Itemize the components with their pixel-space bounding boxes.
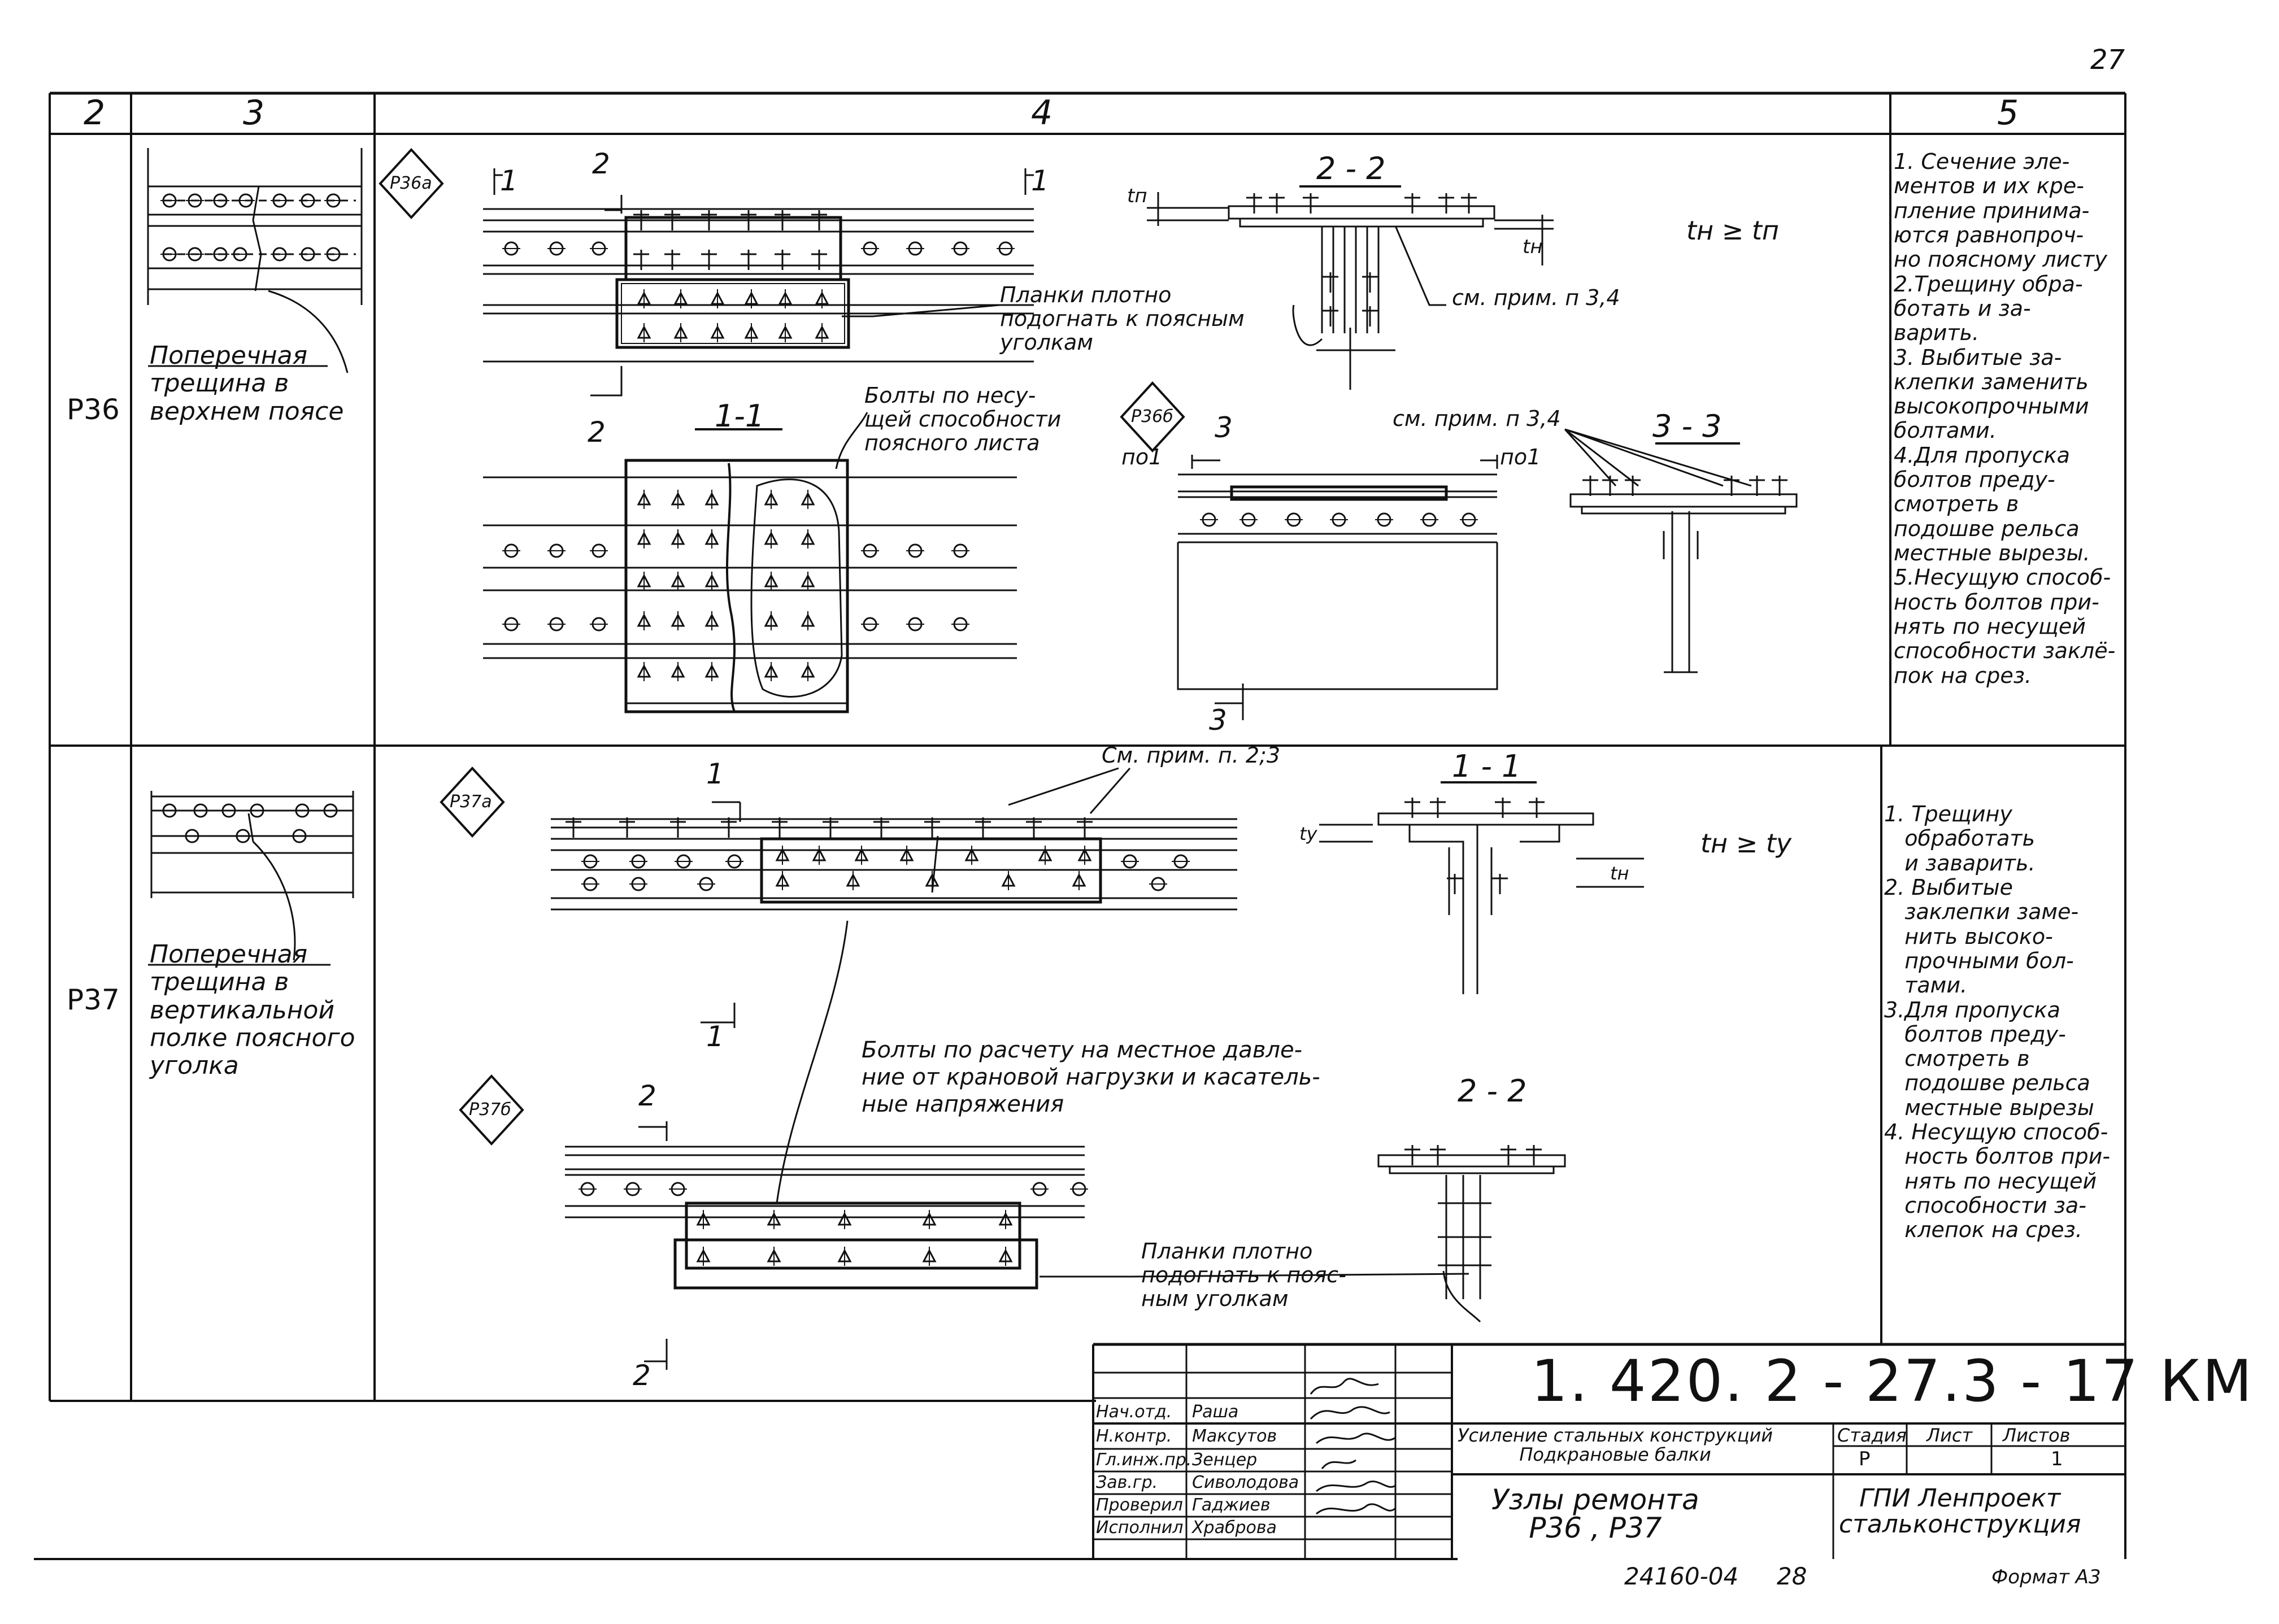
organization: ГПИ Ленпроект стальконструкция — [1839, 1484, 2081, 1539]
p36-planks-label: Планки плотно подогнать к поясным уголка… — [1000, 282, 1245, 355]
p37-section-1-1 — [1319, 781, 1644, 994]
title-block-grid — [1092, 1343, 2126, 1559]
sheet-header: Лист — [1926, 1425, 1973, 1446]
format-label: Формат А3 — [1991, 1566, 2101, 1588]
p37-dim-tn: tн — [1610, 863, 1629, 884]
p36-mark-2-bottom: 2 — [588, 416, 606, 449]
p36-mark-1-right: 1 — [1031, 164, 1049, 197]
p36-section-title-3-3: 3 - 3 — [1652, 408, 1722, 444]
staff-role-3: Гл.инж.пр. — [1096, 1450, 1192, 1470]
staff-name-4: Сиволодова — [1192, 1473, 1299, 1492]
main-grid — [34, 92, 2126, 1560]
p36-see-note-34b: см. прим. п 3,4 — [1393, 406, 1561, 431]
column-header-5: 5 — [1997, 93, 2019, 133]
staff-name-3: Зенцер — [1192, 1450, 1258, 1470]
p36-mark-3-bottom: 3 — [1209, 704, 1227, 737]
p37-dim-ty: tу — [1299, 823, 1317, 844]
p36-section-title-1-1: 1-1 — [715, 398, 765, 434]
p36-formula: tн ≥ tп — [1686, 215, 1780, 246]
p36-dim-tn: tн — [1523, 236, 1543, 258]
p36-mark-2-top: 2 — [592, 147, 610, 180]
p37-formula: tн ≥ tу — [1700, 828, 1792, 859]
tag-p37b: Р37б — [469, 1100, 511, 1120]
staff-name-1: Раша — [1192, 1402, 1239, 1422]
row-id-p36: Р36 — [67, 393, 120, 426]
p37-mark-2-bottom: 2 — [633, 1359, 651, 1392]
p36-bolts-label: Болты по несу- щей способности поясного … — [864, 383, 1062, 455]
subject: Усиление стальных конструкций Подкрановы… — [1458, 1425, 1773, 1465]
p37-bolts-label: Болты по расчету на местное давле- ние о… — [862, 1037, 1320, 1117]
p36-section-2-2 — [1147, 185, 1554, 390]
archive-number: 24160-04 — [1624, 1562, 1739, 1590]
p37-mark-2-top: 2 — [638, 1079, 656, 1112]
column-header-4: 4 — [1031, 93, 1053, 133]
drawing-code: 1. 420. 2 - 27.3 - 17 КМ — [1531, 1348, 2254, 1415]
p36-see-note-34: см. прим. п 3,4 — [1452, 285, 1620, 310]
archive-sheet: 28 — [1777, 1562, 1807, 1590]
sheets-header: Листов — [2003, 1425, 2071, 1446]
p37-defect-sketch — [148, 791, 354, 966]
p37-section-2-2 — [1377, 1144, 1566, 1323]
stage-header: Стадия — [1837, 1425, 1907, 1446]
staff-role-1: Нач.отд. — [1096, 1402, 1172, 1422]
p36-mark-1-left: 1 — [500, 164, 518, 197]
p36-dim-tp: tп — [1127, 185, 1147, 207]
tag-frames — [379, 148, 1185, 1146]
page-number: 27 — [2090, 44, 2125, 76]
p36-defect-text: Поперечная трещина в верхнем поясе — [150, 341, 344, 426]
p37-planks-label: Планки плотно подогнать к пояс- ным угол… — [1141, 1239, 1346, 1311]
p37-section-title-2-2: 2 - 2 — [1458, 1073, 1527, 1109]
p37-see-note-23: См. прим. п. 2;3 — [1102, 743, 1281, 768]
p36-mark-pol-left: по1 — [1121, 445, 1163, 469]
p36-mark-pol-right: по1 — [1500, 445, 1541, 469]
p37-mark-1-top: 1 — [706, 757, 724, 790]
sheets-value: 1 — [2051, 1448, 2063, 1470]
p36b-elevation — [1177, 455, 1498, 720]
staff-role-4: Зав.гр. — [1096, 1473, 1158, 1492]
p36-defect-sketch — [147, 148, 363, 373]
staff-role-5: Проверил — [1096, 1495, 1183, 1515]
staff-role-2: Н.контр. — [1096, 1426, 1172, 1446]
staff-name-2: Максутов — [1192, 1426, 1277, 1446]
p37-notes: 1. Трещину обработать и заварить. 2. Выб… — [1884, 802, 2111, 1243]
p36-notes: 1. Сечение эле- ментов и их кре- пление … — [1894, 149, 2116, 688]
stage-value: Р — [1859, 1448, 1871, 1470]
column-header-3: 3 — [243, 93, 265, 133]
column-header-2: 2 — [84, 93, 106, 133]
p36-mark-3-top: 3 — [1215, 411, 1233, 444]
drawing-title: Узлы ремонта Р36 , Р37 — [1491, 1483, 1699, 1544]
staff-role-6: Исполнил — [1096, 1518, 1184, 1538]
p36-plan-1-1 — [483, 412, 1017, 713]
p37-mark-1-bottom: 1 — [706, 1020, 724, 1053]
p36a-elevation — [483, 168, 1034, 397]
p36-section-title-2-2: 2 - 2 — [1316, 151, 1386, 186]
p37a-elevation — [551, 767, 1237, 1028]
tag-p36a: Р36а — [390, 173, 432, 193]
row-id-p37: Р37 — [67, 983, 120, 1016]
p37b-elevation — [565, 920, 1469, 1370]
p37-section-title-1-1: 1 - 1 — [1452, 748, 1521, 784]
tag-p36b: Р36б — [1131, 407, 1173, 426]
tag-p37a: Р37а — [450, 792, 492, 812]
staff-name-5: Гаджиев — [1192, 1495, 1271, 1515]
staff-name-6: Храброва — [1192, 1518, 1277, 1538]
p36-section-3-3 — [1564, 428, 1798, 673]
p37-defect-text: Поперечная трещина в вертикальной полке … — [150, 940, 355, 1081]
